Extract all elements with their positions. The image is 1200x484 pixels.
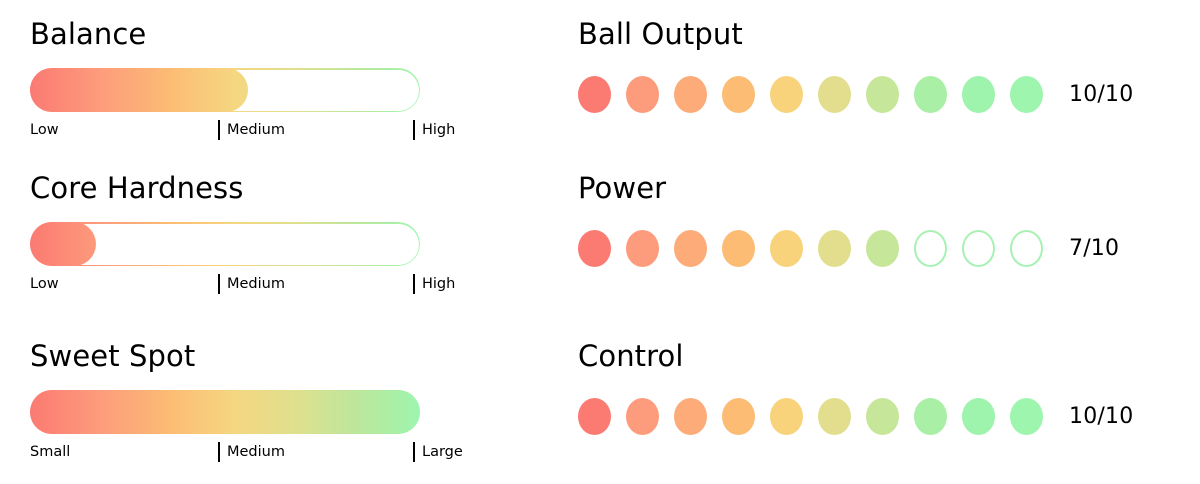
rating-dot-filled[interactable] [818, 75, 851, 113]
rating-dot-filled[interactable] [914, 397, 947, 435]
rating-dot-filled[interactable] [770, 229, 803, 267]
scale-label: High [422, 122, 456, 138]
rating-block-control: Control 10/10 [578, 338, 1198, 436]
meter-fill-sweet-spot [30, 390, 420, 434]
meter-scale-balance: Low Medium High [30, 118, 470, 142]
rating-line-power: 7/10 [578, 228, 1198, 268]
rating-dot-filled[interactable] [626, 397, 659, 435]
meter-scale-sweet-spot: Small Medium Large [30, 440, 470, 464]
rating-dot-filled[interactable] [1010, 75, 1043, 113]
rating-dot-filled[interactable] [578, 229, 611, 267]
scale-tick-icon [218, 274, 220, 294]
rating-value-control: 10/10 [1069, 403, 1134, 429]
rating-dot-filled[interactable] [866, 229, 899, 267]
scale-item-high: High [413, 118, 455, 142]
meter-fill-core-hardness [30, 222, 97, 266]
rating-dots-power[interactable] [578, 229, 1063, 267]
scale-label: Medium [227, 122, 285, 138]
meter-track-core-hardness[interactable] [30, 222, 420, 266]
rating-dot-empty[interactable] [1010, 229, 1043, 267]
scale-item-small: Small [30, 440, 70, 464]
scale-tick-icon [218, 442, 220, 462]
meter-block-core-hardness: Core Hardness Low Medium High [30, 170, 490, 296]
rating-line-control: 10/10 [578, 396, 1198, 436]
rating-value-ball-output: 10/10 [1069, 81, 1134, 107]
scale-tick-icon [413, 442, 415, 462]
scale-item-low: Low [30, 272, 59, 296]
scale-item-large: Large [413, 440, 463, 464]
meter-track-balance[interactable] [30, 68, 420, 112]
rating-dot-empty[interactable] [962, 229, 995, 267]
meters-panel: Balance Low Medium High Core Hardness [0, 0, 520, 484]
rating-dot-filled[interactable] [818, 229, 851, 267]
scale-label: Medium [227, 444, 285, 460]
rating-dot-filled[interactable] [626, 75, 659, 113]
scale-tick-icon [413, 120, 415, 140]
meter-fill-balance [30, 68, 249, 112]
rating-dot-filled[interactable] [962, 75, 995, 113]
rating-dot-filled[interactable] [1010, 397, 1043, 435]
rating-title-control: Control [578, 339, 684, 373]
scale-label: Low [30, 122, 59, 138]
scale-label: Small [30, 444, 71, 460]
rating-dot-filled[interactable] [674, 229, 707, 267]
scale-label: High [422, 276, 456, 292]
meter-block-sweet-spot: Sweet Spot Small Medium Large [30, 338, 490, 464]
rating-title-ball-output: Ball Output [578, 17, 743, 51]
scale-item-medium: Medium [218, 118, 285, 142]
rating-dot-filled[interactable] [722, 229, 755, 267]
rating-dot-filled[interactable] [674, 397, 707, 435]
rating-dot-filled[interactable] [722, 397, 755, 435]
rating-dot-filled[interactable] [866, 397, 899, 435]
rating-block-power: Power 7/10 [578, 170, 1198, 268]
rating-dot-empty[interactable] [914, 229, 947, 267]
scale-label: Low [30, 276, 59, 292]
rating-dot-filled[interactable] [866, 75, 899, 113]
rating-line-ball-output: 10/10 [578, 74, 1198, 114]
scale-item-medium: Medium [218, 440, 285, 464]
rating-dot-filled[interactable] [770, 397, 803, 435]
rating-dot-filled[interactable] [914, 75, 947, 113]
scale-label: Medium [227, 276, 285, 292]
meter-track-sweet-spot[interactable] [30, 390, 420, 434]
rating-dot-filled[interactable] [770, 75, 803, 113]
meter-block-balance: Balance Low Medium High [30, 16, 490, 142]
rating-title-power: Power [578, 171, 667, 205]
meter-scale-core-hardness: Low Medium High [30, 272, 470, 296]
scale-item-medium: Medium [218, 272, 285, 296]
scale-label: Large [422, 444, 463, 460]
rating-dot-filled[interactable] [674, 75, 707, 113]
rating-dot-filled[interactable] [578, 75, 611, 113]
meter-title-core-hardness: Core Hardness [30, 171, 244, 205]
scale-item-high: High [413, 272, 455, 296]
rating-block-ball-output: Ball Output 10/10 [578, 16, 1198, 114]
meter-title-sweet-spot: Sweet Spot [30, 339, 196, 373]
rating-dot-filled[interactable] [626, 229, 659, 267]
rating-dots-ball-output[interactable] [578, 75, 1063, 113]
scale-tick-icon [218, 120, 220, 140]
ratings-panel: Ball Output 10/10 Power 7/10 Control 10/… [560, 0, 1200, 484]
rating-dot-filled[interactable] [818, 397, 851, 435]
rating-dots-control[interactable] [578, 397, 1063, 435]
rating-value-power: 7/10 [1069, 235, 1120, 261]
rating-dot-filled[interactable] [962, 397, 995, 435]
rating-dot-filled[interactable] [578, 397, 611, 435]
scale-tick-icon [413, 274, 415, 294]
rating-dot-filled[interactable] [722, 75, 755, 113]
scale-item-low: Low [30, 118, 59, 142]
meter-title-balance: Balance [30, 17, 147, 51]
